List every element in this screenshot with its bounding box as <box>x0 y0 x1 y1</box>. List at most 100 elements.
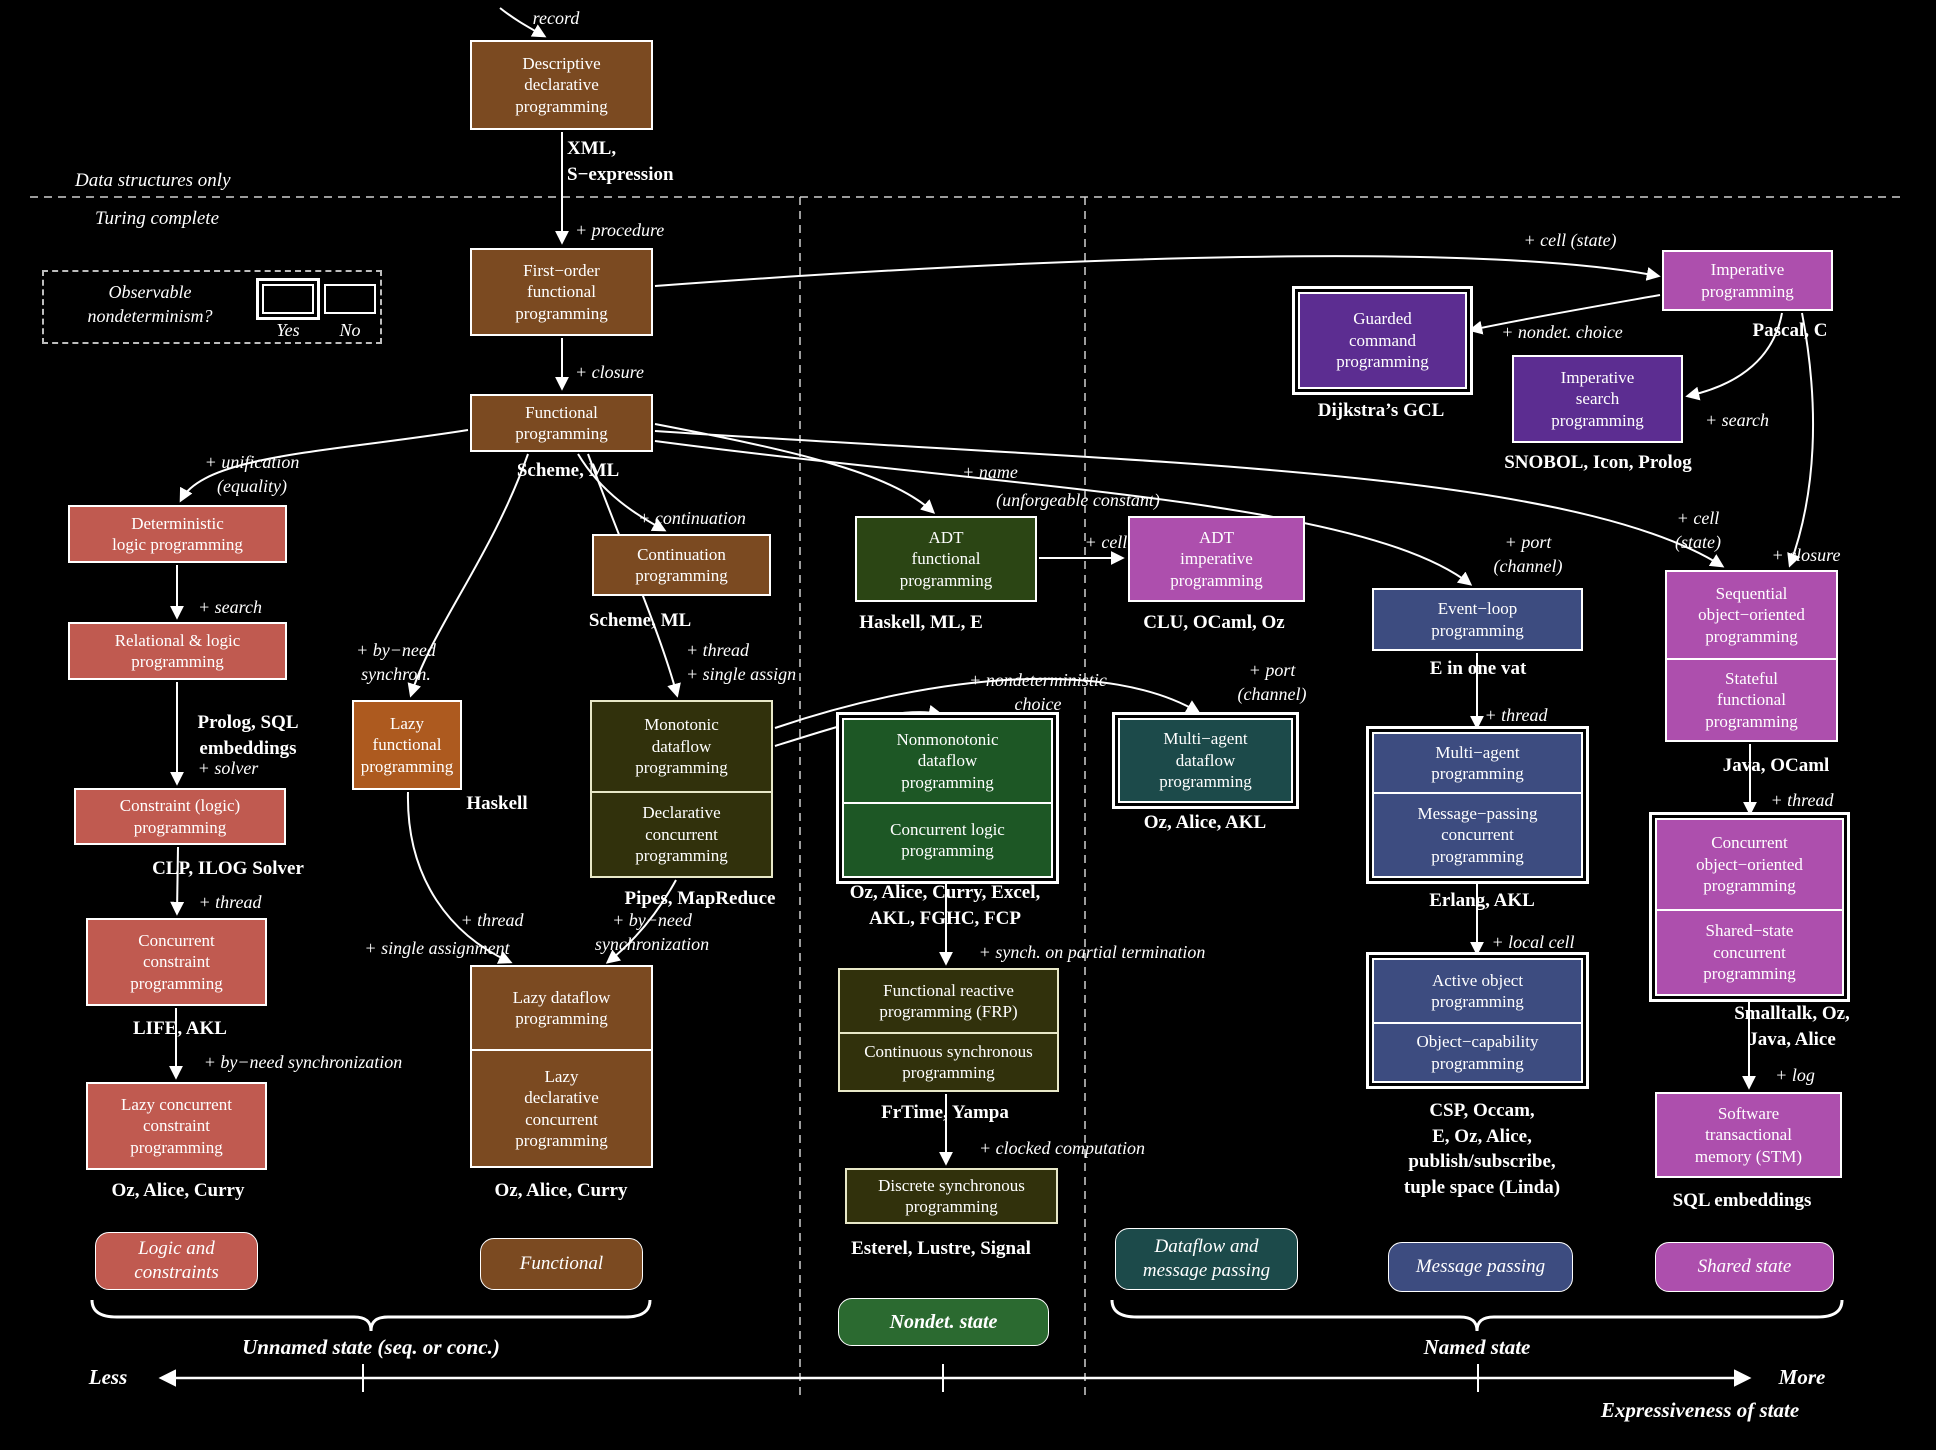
node-monotonic-dataflow-programming: Monotonic dataflow programming <box>635 715 728 778</box>
edge-label-port-channel: + port (channel) <box>1493 532 1563 577</box>
edge-label-thread-mid: + thread <box>460 910 524 930</box>
node-adt-functional-programming: ADT functional programming <box>855 516 1037 602</box>
lang-prolog-sql: Prolog, SQL embeddings <box>197 712 299 759</box>
edge-label-byneed-mid: + by−need synchronization <box>594 910 710 955</box>
legend-no-sample <box>324 284 376 314</box>
lang-life-akl: LIFE, AKL <box>133 1018 227 1039</box>
node-software-transactional-memory: Software transactional memory (STM) <box>1655 1092 1842 1178</box>
lang-scheme-ml-1: Scheme, ML <box>516 460 620 481</box>
lang-frtime-yampa: FrTime, Yampa <box>881 1102 1009 1123</box>
lang-dijkstra-gcl: Dijkstra’s GCL <box>1317 400 1445 421</box>
node-imperative-search-programming: Imperative search programming <box>1512 355 1683 443</box>
node-relational-logic-programming: Relational & logic programming <box>68 622 287 680</box>
node-sequential-oo-stack: Sequential object−oriented programming S… <box>1665 570 1838 742</box>
edge-label-cell-state2: + cell (state) <box>1675 508 1721 553</box>
edge-label-log: + log <box>1775 1065 1815 1085</box>
node-declarative-concurrent-programming: Declarative concurrent programming <box>592 791 771 876</box>
node-functional-reactive-programming: Functional reactive programming (FRP) <box>879 980 1018 1021</box>
node-deterministic-logic-programming: Deterministic logic programming <box>68 505 287 563</box>
lang-erlang-akl: Erlang, AKL <box>1429 890 1535 911</box>
edge-label-thread-right1: + thread <box>1484 705 1548 725</box>
lang-csp-occam: CSP, Occam, E, Oz, Alice, publish/subscr… <box>1403 1100 1561 1198</box>
node-stateful-functional-programming: Stateful functional programming <box>1667 658 1836 740</box>
lang-oz-alice-akl: Oz, Alice, AKL <box>1143 812 1267 833</box>
node-nonmonotonic-stack: Nonmonotonic dataflow programming Concur… <box>842 718 1053 878</box>
edge-functional-to-adt-functional <box>654 423 936 514</box>
node-lazy-functional-programming: Lazy functional programming <box>352 700 462 790</box>
edge-label-port-dataflow: + port (channel) <box>1237 660 1307 705</box>
lang-clu-ocaml-oz: CLU, OCaml, Oz <box>1143 612 1285 633</box>
node-multiagent-programming-stack: Multi−agent programming Message−passing … <box>1372 732 1583 878</box>
edge-label-clocked: + clocked computation <box>978 1138 1146 1158</box>
edge-label-single-assignment: + single assignment <box>364 938 510 958</box>
node-discrete-synchronous-programming: Discrete synchronous programming <box>845 1168 1058 1224</box>
node-active-object-stack: Active object programming Object−capabil… <box>1372 958 1583 1083</box>
node-continuous-synchronous-programming: Continuous synchronous programming <box>840 1032 1057 1090</box>
edge-label-solver: + solver <box>197 758 259 778</box>
edge-label-nondet-choice: + nondet. choice <box>1501 322 1623 342</box>
lang-oz-alice-curry-left: Oz, Alice, Curry <box>111 1180 245 1201</box>
legend-question: Observable nondeterminism? <box>87 282 213 327</box>
node-imperative-programming: Imperative programming <box>1662 250 1833 311</box>
node-lazy-dataflow-programming: Lazy dataflow programming <box>512 987 611 1028</box>
brace-named-state <box>1110 1299 1844 1332</box>
lang-xml-sexpression: XML, S−expression <box>567 138 674 185</box>
region-dataflow-message-passing: Dataflow and message passing <box>1115 1228 1298 1290</box>
lang-pascal-c: Pascal, C <box>1752 320 1828 341</box>
edge-label-synch-partial: + synch. on partial termination <box>978 942 1206 962</box>
edge-imperative-to-seq-oo <box>1787 312 1815 568</box>
edge-label-closure-top: + closure <box>575 362 644 382</box>
label-named-state: Named state <box>1423 1335 1531 1359</box>
label-unnamed-state: Unnamed state (seq. or conc.) <box>242 1335 500 1359</box>
edge-functional-to-event-loop <box>654 440 1473 586</box>
legend-no-label: No <box>339 320 361 340</box>
legend-yes-label: Yes <box>276 320 300 340</box>
node-concurrent-logic-programming: Concurrent logic programming <box>844 802 1051 876</box>
node-concurrent-constraint-programming: Concurrent constraint programming <box>86 918 267 1006</box>
edge-label-procedure: + procedure <box>575 220 665 240</box>
node-adt-imperative-programming: ADT imperative programming <box>1128 516 1305 602</box>
node-descriptive-declarative-programming: Descriptive declarative programming <box>470 40 653 130</box>
node-monotonic-dataflow-stack: Monotonic dataflow programming Declarati… <box>590 700 773 878</box>
region-shared-state: Shared state <box>1655 1242 1834 1292</box>
lang-e-in-one-vat: E in one vat <box>1429 658 1527 679</box>
edge-label-byneed-synchron: + by−need synchron. <box>356 640 436 685</box>
lang-oz-excel-akl: Oz, Alice, Curry, Excel, AKL, FGHC, FCP <box>849 882 1041 929</box>
lang-haskell-ml-e: Haskell, ML, E <box>859 612 983 633</box>
edge-label-name: + name <box>962 462 1018 482</box>
label-more: More <box>1778 1365 1826 1389</box>
node-nonmonotonic-dataflow-programming: Nonmonotonic dataflow programming <box>896 729 999 792</box>
edge-label-byneed-left: + by−need synchronization <box>203 1052 403 1072</box>
edge-label-thread-right2: + thread <box>1770 790 1834 810</box>
region-functional: Functional <box>480 1238 643 1290</box>
edge-label-closure-right: + closure <box>1771 545 1841 565</box>
node-active-object-programming: Active object programming <box>1431 970 1524 1011</box>
edge-label-local-cell: + local cell <box>1491 932 1575 952</box>
node-lazy-concurrent-constraint-programming: Lazy concurrent constraint programming <box>86 1082 267 1170</box>
lang-clp-ilog: CLP, ILOG Solver <box>152 858 304 879</box>
lang-java-ocaml: Java, OCaml <box>1722 755 1830 776</box>
node-event-loop-programming: Event−loop programming <box>1372 588 1583 651</box>
lang-oz-alice-curry-mid: Oz, Alice, Curry <box>494 1180 628 1201</box>
node-concurrent-oo-stack: Concurrent object−oriented programming S… <box>1655 818 1844 996</box>
lang-haskell: Haskell <box>466 793 528 814</box>
node-functional-programming: Functional programming <box>470 394 653 452</box>
node-concurrent-oo-programming: Concurrent object−oriented programming <box>1696 833 1803 896</box>
region-logic-and-constraints: Logic and constraints <box>95 1232 258 1290</box>
edge-label-record: record <box>532 8 580 28</box>
label-turing-complete: Turing complete <box>95 208 220 229</box>
lang-smalltalk-oz-java-alice: Smalltalk, Oz, Java, Alice <box>1734 1003 1850 1050</box>
brace-unnamed-state <box>90 1299 652 1332</box>
region-message-passing: Message passing <box>1388 1242 1573 1292</box>
node-object-capability-programming: Object−capability programming <box>1374 1022 1581 1081</box>
node-lazy-declarative-concurrent-programming: Lazy declarative concurrent programming <box>472 1049 651 1166</box>
node-sequential-oo-programming: Sequential object−oriented programming <box>1698 583 1805 646</box>
lang-pipes-mapreduce: Pipes, MapReduce <box>624 888 776 909</box>
lang-sql-embeddings: SQL embeddings <box>1672 1190 1812 1211</box>
label-expressiveness-of-state: Expressiveness of state <box>1600 1398 1800 1422</box>
lang-scheme-ml-2: Scheme, ML <box>588 610 692 631</box>
edge-label-thread-left: + thread <box>198 892 262 912</box>
edge-label-unification: + unification (equality) <box>204 452 300 497</box>
edge-label-thread-single-assign: + thread + single assign <box>686 640 797 685</box>
